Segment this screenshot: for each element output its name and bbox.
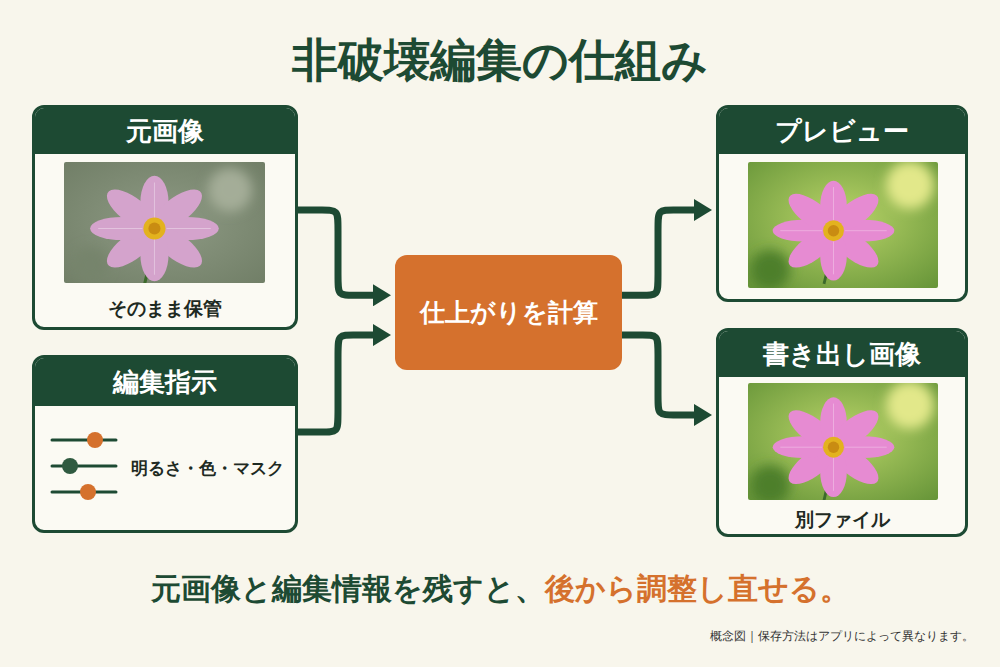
- node-text: 明るさ・色・マスク: [131, 457, 284, 480]
- node-text: 別ファイル: [719, 507, 965, 533]
- image-card: 書き出し画像別ファイル: [716, 328, 968, 537]
- node-text: そのまま保管: [35, 296, 295, 322]
- image-card: 元画像そのまま保管: [32, 105, 298, 330]
- image-card: プレビュー: [716, 105, 968, 302]
- flow-arrow: [622, 335, 694, 415]
- flow-arrow: [622, 210, 694, 295]
- card-heading: 編集指示: [35, 358, 295, 406]
- card-heading: 書き出し画像: [719, 331, 965, 377]
- flow-arrow: [298, 210, 373, 295]
- card-heading: 元画像: [35, 108, 295, 154]
- flow-arrow: [298, 335, 373, 432]
- image-card: 編集指示明るさ・色・マスク: [32, 355, 298, 533]
- caption: 元画像と編集情報を残すと、: [151, 566, 545, 612]
- footnote: 概念図｜保存方法はアプリによって異なります。: [710, 628, 974, 645]
- card-heading: プレビュー: [719, 108, 965, 154]
- caption-highlight: 後から調整し直せる。: [545, 566, 850, 612]
- process-box: 仕上がりを計算: [395, 255, 622, 370]
- diagram-title: 非破壊編集の仕組み: [0, 30, 1000, 90]
- node-text: 仕上がりを計算: [420, 296, 598, 329]
- caption-line: 元画像と編集情報を残すと、後から調整し直せる。: [0, 566, 1000, 612]
